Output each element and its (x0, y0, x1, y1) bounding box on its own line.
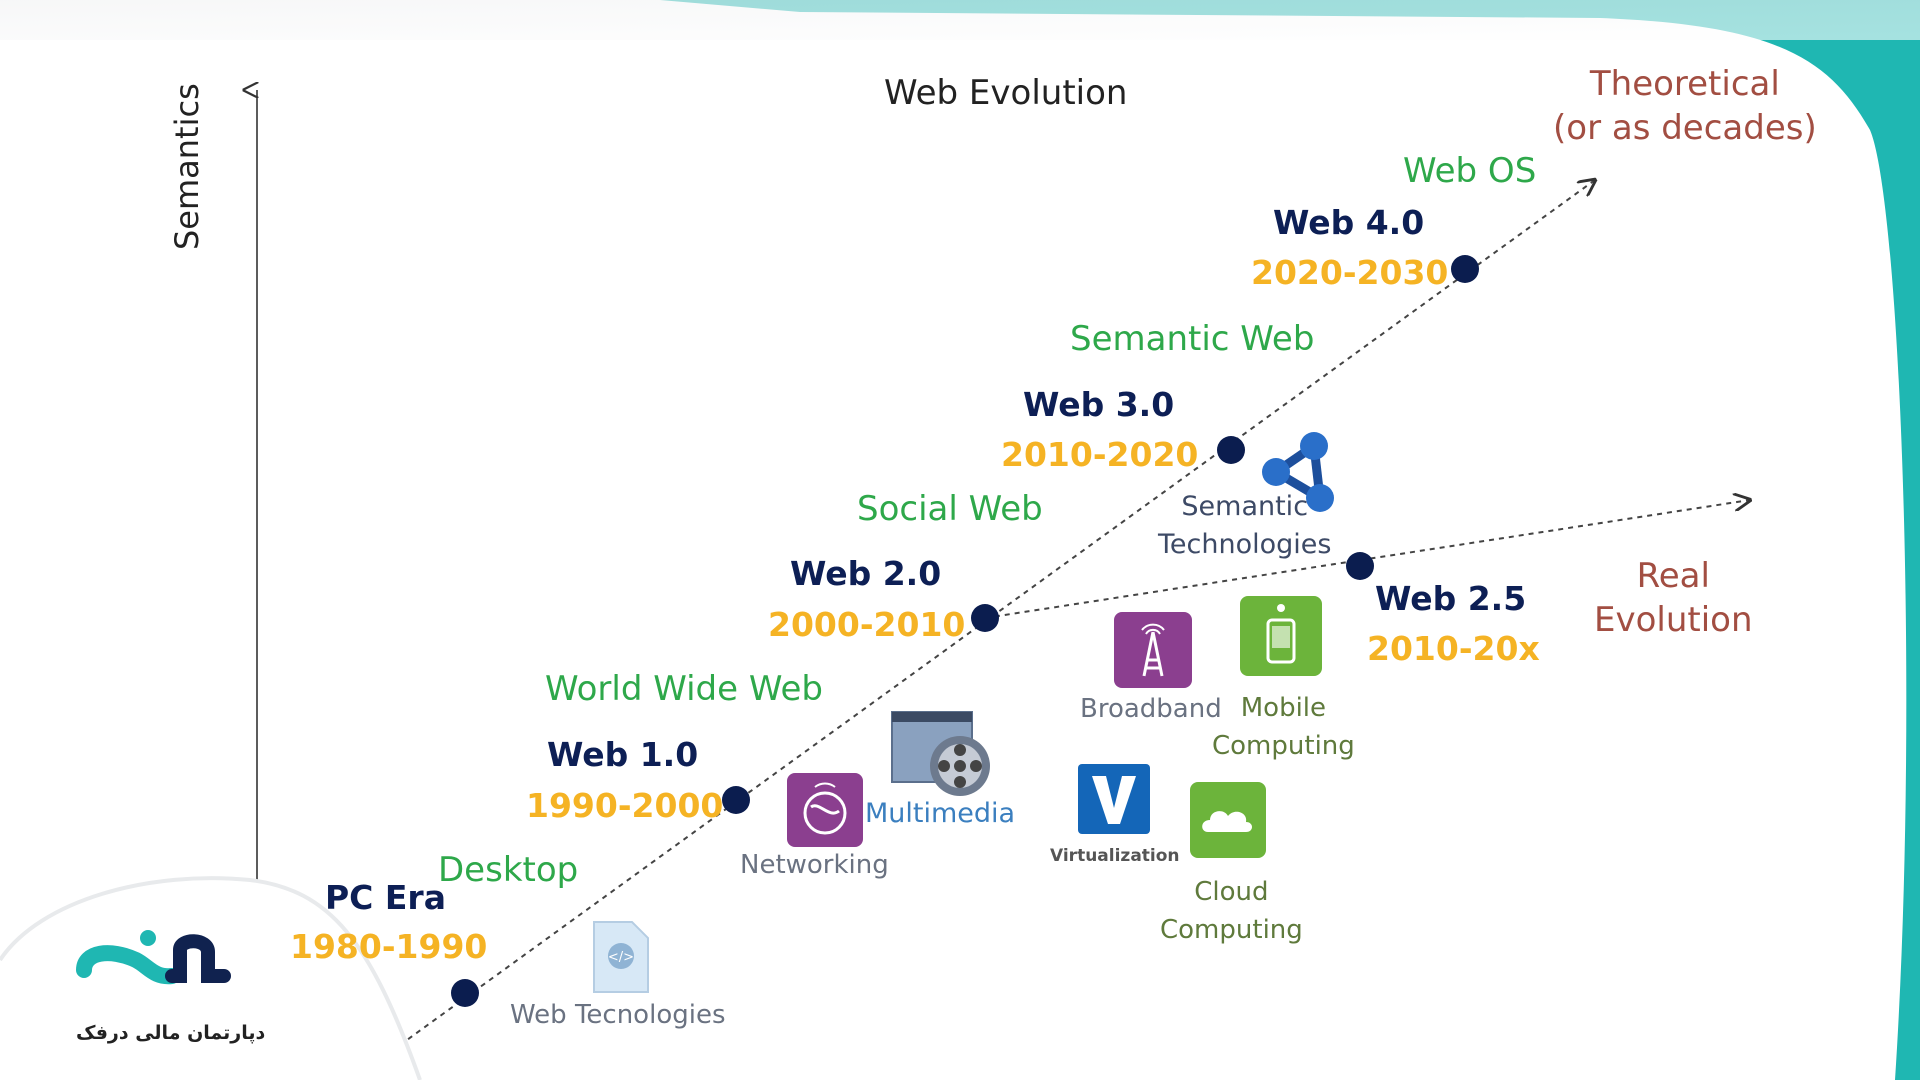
stage-years-web1: 1990-2000 (526, 786, 724, 825)
stage-dot-web2 (971, 604, 999, 632)
mobile-computing-label: Mobile Computing (1212, 693, 1355, 761)
theoretical-label: Theoretical (or as decades) (1553, 64, 1817, 149)
brand-logo-icon (76, 930, 231, 985)
stage-theme-semantic-web: Semantic Web (1070, 319, 1315, 359)
page-top-shade (0, 0, 1920, 40)
svg-text:</>: </> (608, 950, 634, 965)
stage-dot-web1 (722, 786, 750, 814)
cloud-computing-label: Cloud Computing (1160, 877, 1303, 945)
stage-dot-web25 (1346, 552, 1374, 580)
stage-dot-web3 (1217, 436, 1245, 464)
web-technologies-label: Web Tecnologies (510, 1000, 726, 1030)
multimedia-label: Multimedia (865, 798, 1016, 829)
brand-logo-text: دپارتمان مالی درفک (76, 1022, 266, 1044)
stage-theme-desktop: Desktop (438, 850, 579, 890)
stage-name-web3: Web 3.0 (1023, 385, 1175, 424)
phone-icon (1240, 596, 1322, 676)
antenna-icon (1114, 612, 1192, 688)
cloud-icon (1190, 782, 1266, 858)
stage-name-pc-era: PC Era (325, 878, 446, 917)
globe-icon (787, 773, 863, 847)
semantic-technologies-label: Semantic Technologies (1158, 491, 1332, 560)
stage-dot-web4 (1451, 255, 1479, 283)
broadband-label: Broadband (1080, 694, 1222, 724)
v-logo-icon (1078, 764, 1150, 834)
network-nodes-icon (1262, 432, 1334, 512)
stage-years-web2: 2000-2010 (768, 605, 966, 644)
stage-name-web1: Web 1.0 (547, 735, 699, 774)
branch-name-web25: Web 2.5 (1375, 579, 1527, 618)
document-icon: </> (593, 921, 649, 993)
virtualization-label: Virtualization (1050, 846, 1180, 866)
real-evolution-label: Real Evolution (1594, 556, 1753, 641)
diagram-title: Web Evolution (884, 73, 1128, 113)
stage-dot-pc-era (451, 979, 479, 1007)
stage-name-web4: Web 4.0 (1273, 203, 1425, 242)
film-reel-icon (891, 711, 990, 796)
stage-years-web3: 2010-2020 (1001, 435, 1199, 474)
stage-years-pc-era: 1980-1990 (290, 927, 488, 966)
stage-name-web2: Web 2.0 (790, 554, 942, 593)
stage-theme-web-os: Web OS (1403, 151, 1537, 191)
stage-theme-social-web: Social Web (857, 489, 1043, 529)
stage-theme-www: World Wide Web (545, 669, 823, 709)
stage-years-web4: 2020-2030 (1251, 253, 1449, 292)
networking-label: Networking (740, 850, 889, 880)
branch-years-web25: 2010-20x (1367, 629, 1540, 668)
y-axis-label: Semantics (168, 83, 206, 250)
